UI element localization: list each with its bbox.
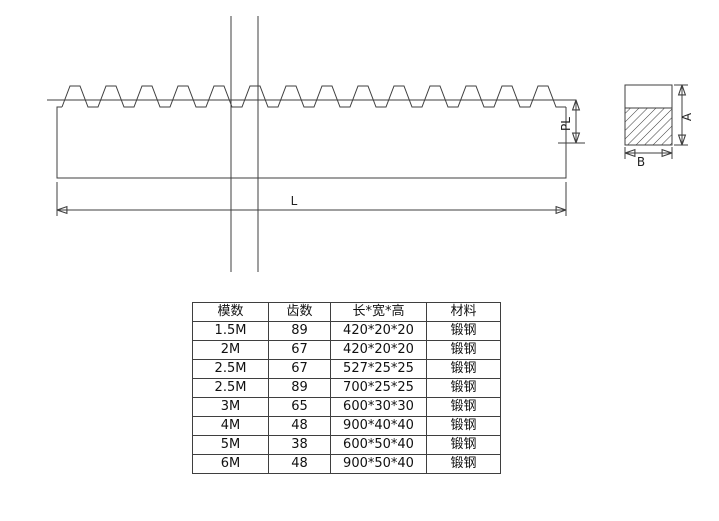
rack-outline: [56, 106, 567, 179]
table-cell: 65: [268, 397, 331, 417]
b-label: B: [637, 155, 645, 169]
table-cell: 5M: [192, 435, 269, 455]
table-cell: 锻钢: [426, 416, 501, 436]
dimension-b: B: [625, 147, 672, 169]
dimension-pl: PL: [558, 100, 585, 143]
technical-drawing: PL L A: [47, 16, 694, 272]
table-header-cell: 材料: [426, 302, 501, 322]
table-cell: 锻钢: [426, 435, 501, 455]
table-cell: 600*50*40: [330, 435, 427, 455]
table-cell: 4M: [192, 416, 269, 436]
table-cell: 67: [268, 340, 331, 360]
table-cell: 1.5M: [192, 321, 269, 341]
section-hatching: [625, 108, 672, 145]
rack-teeth: [61, 85, 566, 108]
table-cell: 420*20*20: [330, 340, 427, 360]
table-cell: 89: [268, 378, 331, 398]
table-cell: 2.5M: [192, 378, 269, 398]
table-header-cell: 齿数: [268, 302, 331, 322]
table-cell: 38: [268, 435, 331, 455]
table-cell: 锻钢: [426, 454, 501, 474]
table-cell: 锻钢: [426, 397, 501, 417]
table-cell: 89: [268, 321, 331, 341]
table-cell: 527*25*25: [330, 359, 427, 379]
table-cell: 2.5M: [192, 359, 269, 379]
table-cell: 700*25*25: [330, 378, 427, 398]
table-cell: 48: [268, 416, 331, 436]
table-cell: 锻钢: [426, 321, 501, 341]
table-cell: 3M: [192, 397, 269, 417]
table-cell: 2M: [192, 340, 269, 360]
dimension-l: L: [57, 182, 566, 216]
pl-label: PL: [559, 117, 573, 131]
section-outline: [624, 84, 673, 146]
table-cell: 420*20*20: [330, 321, 427, 341]
rack-cross-section: A B: [625, 85, 694, 169]
table-cell: 67: [268, 359, 331, 379]
table-cell: 48: [268, 454, 331, 474]
l-label: L: [291, 194, 298, 208]
rack-side-view: PL L: [47, 16, 585, 272]
table-header-cell: 模数: [192, 302, 269, 322]
a-label: A: [680, 112, 694, 121]
table-cell: 900*40*40: [330, 416, 427, 436]
table-cell: 900*50*40: [330, 454, 427, 474]
table-cell: 锻钢: [426, 340, 501, 360]
spec-table-header-row: 模数齿数长*宽*高材料: [192, 302, 501, 322]
table-header-cell: 长*宽*高: [330, 302, 427, 322]
dimension-a: A: [674, 85, 694, 145]
table-cell: 600*30*30: [330, 397, 427, 417]
table-cell: 锻钢: [426, 378, 501, 398]
table-cell: 锻钢: [426, 359, 501, 379]
table-cell: 6M: [192, 454, 269, 474]
